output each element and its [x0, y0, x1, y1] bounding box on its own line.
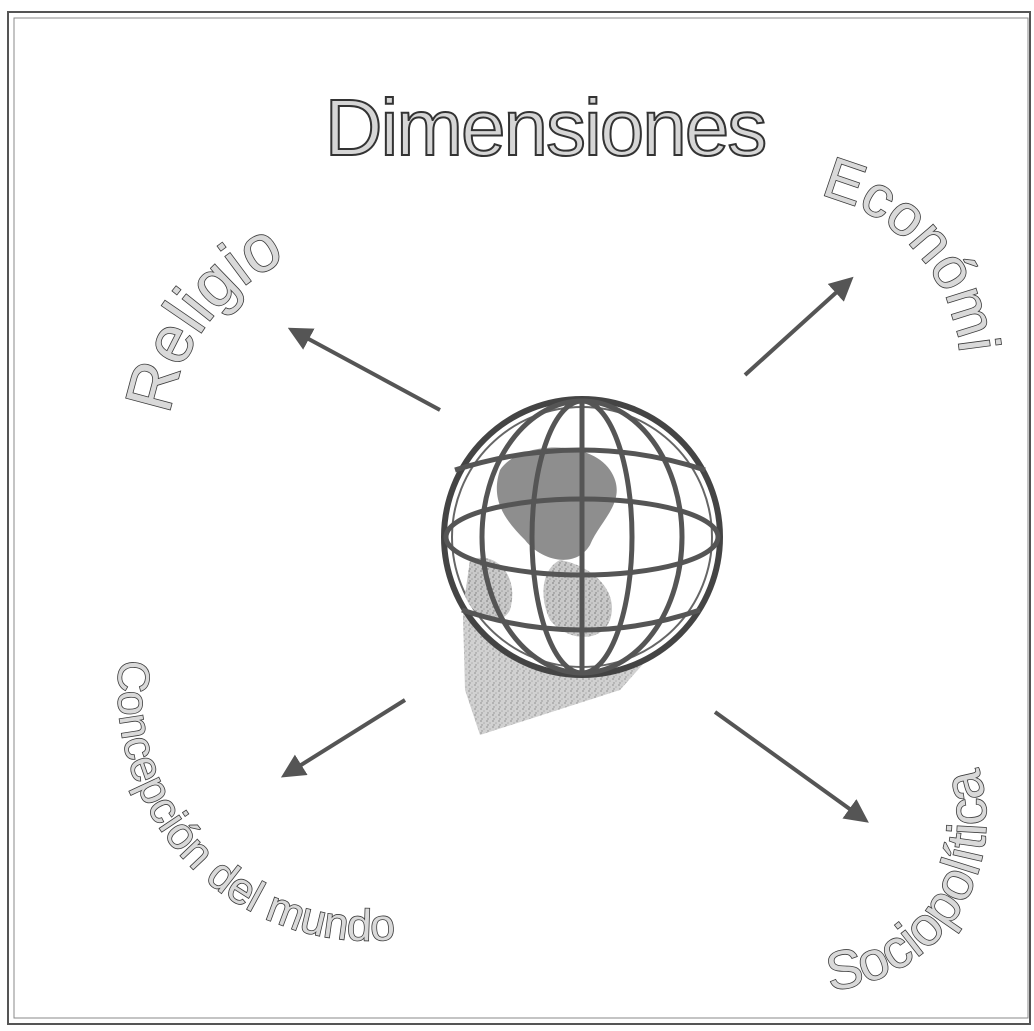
arrow-icon [285, 700, 405, 775]
arrow-icon [715, 712, 865, 820]
arrow-icon [292, 330, 440, 410]
diagram-title: Dimensiones [325, 83, 765, 172]
label-religiosa: Religiosa [0, 0, 293, 418]
arrow-icon [745, 280, 850, 375]
label-sociopolitica: Sociopolítica [821, 764, 998, 1002]
globe-icon [444, 399, 720, 735]
label-concepcion-del-mundo: Concepción del mundo [108, 659, 397, 950]
